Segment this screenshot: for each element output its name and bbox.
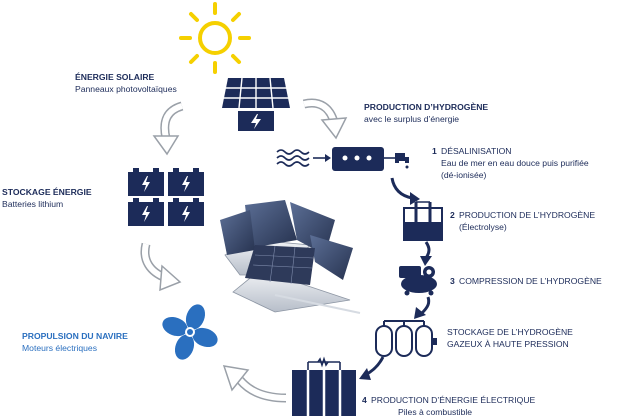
arrow-desal-to-electrolysis xyxy=(390,177,420,205)
propeller-icon xyxy=(162,304,218,360)
hydrogen-subtitle: avec le surplus d’énergie xyxy=(364,114,460,124)
battery-bank-icon xyxy=(128,168,204,226)
power-number: 4 xyxy=(362,395,367,405)
arrow-solar-to-hydrogen xyxy=(302,98,348,140)
desal-line1: Eau de mer en eau douce puis purifiée xyxy=(441,158,589,168)
gas-storage-line2: GAZEUX À HAUTE PRESSION xyxy=(447,339,569,349)
electrolyser-icon xyxy=(403,201,443,241)
battery-title: STOCKAGE ÉNERGIE xyxy=(2,187,92,197)
arrow-electrolysis-to-compression xyxy=(420,241,432,266)
desal-title: DÉSALINISATION xyxy=(441,146,512,156)
solar-panel-icon xyxy=(222,77,290,131)
power-subtitle: Piles à combustible xyxy=(398,407,473,417)
gas-tanks-icon xyxy=(375,320,437,357)
battery-subtitle: Batteries lithium xyxy=(2,199,64,209)
propulsion-subtitle: Moteurs électriques xyxy=(22,343,97,353)
arrow-compression-to-storage xyxy=(414,296,431,319)
sun-icon xyxy=(179,2,251,74)
desalination-icon xyxy=(276,147,409,171)
arrow-storage-to-fuelcell xyxy=(359,356,385,380)
solar-boat-illustration xyxy=(220,200,361,314)
arrow-fuelcell-to-propulsion xyxy=(222,365,287,403)
gas-storage-line1: STOCKAGE DE L’HYDROGÈNE xyxy=(447,327,573,337)
arrow-solar-to-battery xyxy=(152,101,184,156)
electrolysis-number: 2 xyxy=(450,210,455,220)
compression-title: COMPRESSION DE L’HYDROGÈNE xyxy=(459,276,602,286)
arrow-battery-to-propulsion xyxy=(140,242,182,292)
electrolysis-subtitle: (Électrolyse) xyxy=(459,222,507,232)
hydrogen-title: PRODUCTION D’HYDROGÈNE xyxy=(364,102,489,112)
solar-title: ÉNERGIE SOLAIRE xyxy=(75,72,155,82)
propulsion-title: PROPULSION DU NAVIRE xyxy=(22,331,128,341)
solar-subtitle: Panneaux photovoltaïques xyxy=(75,84,177,94)
compression-number: 3 xyxy=(450,276,455,286)
compressor-icon xyxy=(399,266,437,296)
desal-line2: (dé-ionisée) xyxy=(441,170,487,180)
desal-number: 1 xyxy=(432,146,437,156)
power-title: PRODUCTION D’ÉNERGIE ÉLECTRIQUE xyxy=(371,395,536,405)
fuel-cell-icon xyxy=(292,356,356,416)
electrolysis-title: PRODUCTION DE L’HYDROGÈNE xyxy=(459,210,596,220)
